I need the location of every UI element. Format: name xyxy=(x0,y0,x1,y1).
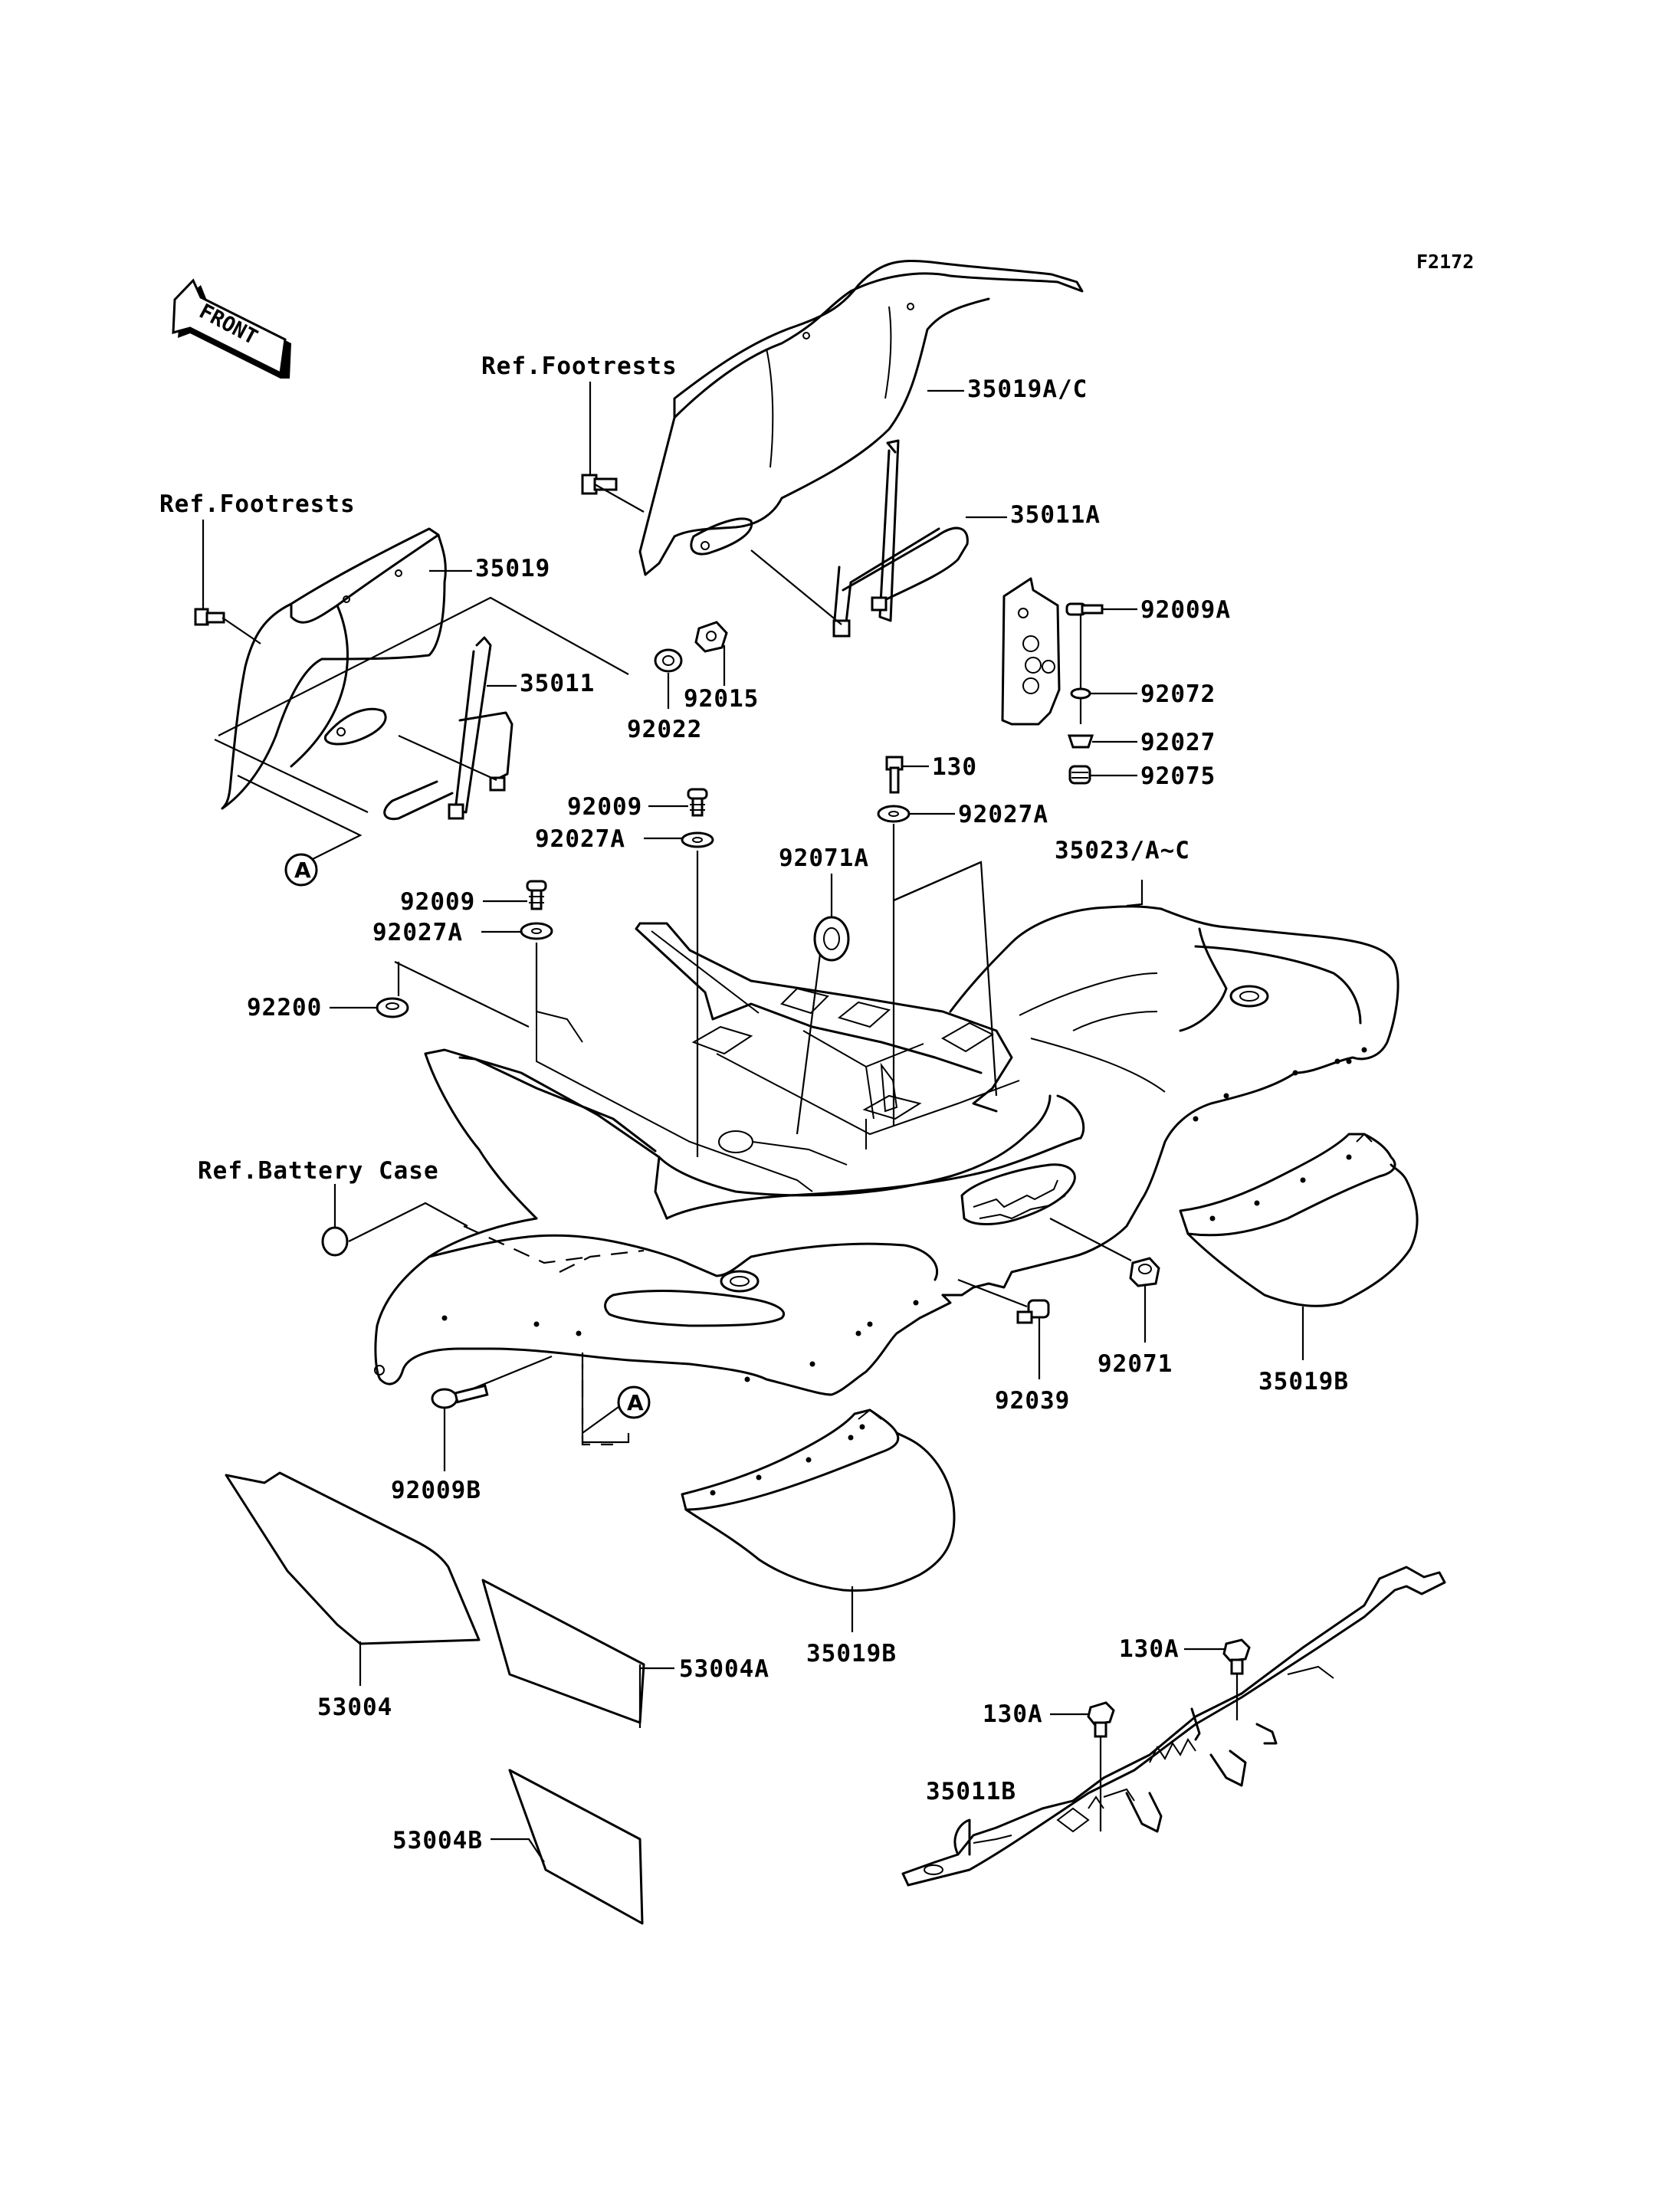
screw-92009-b-icon xyxy=(483,880,547,910)
diagram-code: F2172 xyxy=(1416,251,1474,273)
grommet-92075-icon xyxy=(1068,765,1137,785)
screw-92009-a-icon xyxy=(648,788,708,817)
label-35019AC: 35019A/C xyxy=(967,375,1088,403)
right-mudguard-35019AC xyxy=(638,260,1084,576)
label-35011: 35011 xyxy=(520,670,595,697)
battery-case-plug-icon xyxy=(321,1184,349,1257)
washer-92027A-b-icon xyxy=(481,922,553,940)
label-35011B: 35011B xyxy=(926,1778,1016,1805)
bolt-92009B-icon xyxy=(431,1384,489,1471)
label-92009A: 92009A xyxy=(1140,596,1231,624)
label-92071: 92071 xyxy=(1098,1350,1173,1378)
mudguard-stay-35011B xyxy=(901,1566,1446,1887)
label-92022: 92022 xyxy=(627,716,702,743)
label-130A-lower: 130A xyxy=(983,1700,1043,1728)
label-53004A: 53004A xyxy=(679,1655,769,1683)
label-130: 130 xyxy=(932,753,977,781)
footrest-bolt-left-icon xyxy=(194,608,261,644)
label-35019B-left: 35019B xyxy=(806,1640,897,1667)
mudguard-bracket-35011A xyxy=(750,439,969,638)
washer-92027A-a-icon xyxy=(644,831,714,848)
label-92027A-top: 92027A xyxy=(958,801,1048,828)
label-92075: 92075 xyxy=(1140,762,1216,790)
bolt-130A-lower-icon xyxy=(1050,1701,1115,1831)
mud-flap-left-35019B xyxy=(681,1408,956,1592)
label-92027A-b: 92027A xyxy=(372,919,463,946)
nut-92015-icon xyxy=(694,621,728,686)
front-arrow-icon: FRONT xyxy=(172,278,291,379)
ref-footrests-left-label: Ref.Footrests xyxy=(159,490,356,518)
ref-battery-case-label: Ref.Battery Case xyxy=(198,1157,439,1185)
screw-92039-icon xyxy=(957,1278,1050,1379)
bolt-130A-upper-icon xyxy=(1184,1638,1251,1720)
bolt-92009A-icon xyxy=(1065,602,1137,616)
reference-circle-a-lower: A xyxy=(617,1385,651,1419)
label-92009-a: 92009 xyxy=(567,793,642,821)
label-92015: 92015 xyxy=(684,685,759,713)
label-130A-upper: 130A xyxy=(1119,1635,1180,1663)
footrest-bolt-icon xyxy=(581,474,645,513)
label-92200: 92200 xyxy=(247,994,322,1021)
mudguard-bracket-35011 xyxy=(383,636,514,821)
grommet-92071-icon xyxy=(1049,1218,1160,1343)
washer-92027A-top-icon xyxy=(877,805,955,823)
collar-92027-icon xyxy=(1067,734,1137,749)
label-92009B: 92009B xyxy=(391,1477,481,1504)
label-35019: 35019 xyxy=(475,555,550,582)
label-92027A-a: 92027A xyxy=(535,825,625,853)
decal-53004B xyxy=(491,1769,644,1925)
label-35023: 35023/A~C xyxy=(1055,837,1190,864)
label-92039: 92039 xyxy=(995,1387,1070,1415)
mud-flap-right-35019B xyxy=(1179,1133,1419,1307)
decal-53004 xyxy=(225,1471,481,1686)
washer-92072-icon xyxy=(1070,687,1137,700)
grommet-92200-icon xyxy=(330,997,409,1018)
left-mudguard-35019 xyxy=(221,527,447,810)
label-53004: 53004 xyxy=(317,1694,392,1721)
label-92027: 92027 xyxy=(1140,729,1216,756)
reference-a-upper-text: A xyxy=(294,857,311,883)
rear-fender-35023 xyxy=(374,905,1399,1396)
label-35011A: 35011A xyxy=(1010,501,1101,529)
grommet-92071A-icon xyxy=(796,874,850,1135)
label-35019B-right: 35019B xyxy=(1258,1368,1349,1395)
reference-a-lower-text: A xyxy=(627,1390,644,1415)
label-92071A: 92071A xyxy=(779,844,869,872)
ref-footrests-upper-label: Ref.Footrests xyxy=(481,353,678,380)
label-92072: 92072 xyxy=(1140,680,1216,708)
decal-53004A xyxy=(481,1579,674,1728)
label-53004B: 53004B xyxy=(392,1827,483,1854)
reference-circle-a-upper: A xyxy=(284,853,318,887)
side-bracket-plate xyxy=(1001,577,1061,726)
label-92009-b: 92009 xyxy=(400,888,475,916)
grommet-92022-icon xyxy=(654,648,683,709)
bolt-130-icon xyxy=(885,756,929,794)
